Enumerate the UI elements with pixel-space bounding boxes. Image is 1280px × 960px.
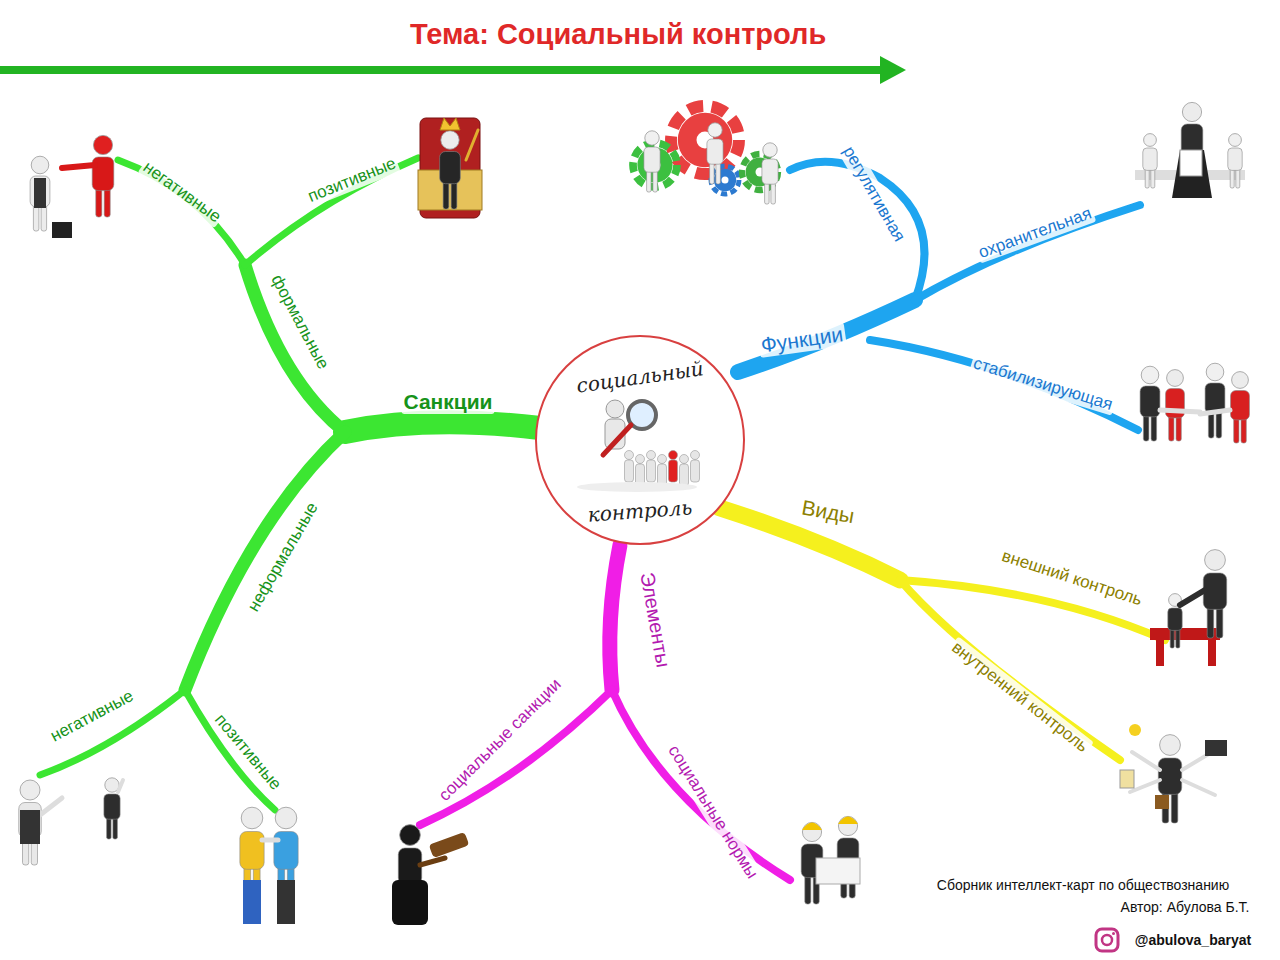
credit-text: Автор: Абулова Б.Т. — [1119, 899, 1252, 915]
figure — [104, 778, 123, 839]
branch-label: стабилизирующая — [969, 353, 1117, 415]
figure — [1166, 370, 1185, 441]
credit-text: @abulova_baryat — [1133, 932, 1253, 948]
branch-label: внешний контроль — [998, 545, 1147, 610]
branch-label: социальные санкции — [433, 673, 566, 806]
figure — [707, 123, 723, 184]
figure — [1205, 363, 1225, 438]
center-text: контроль — [536, 492, 743, 530]
branch-label: Санкции — [401, 390, 494, 414]
figure — [62, 135, 114, 217]
branch-label: позитивные — [303, 153, 400, 208]
branch-label: негативные — [45, 685, 138, 747]
figure — [1180, 550, 1227, 638]
figure — [762, 143, 778, 204]
figure — [19, 780, 62, 865]
figure — [816, 816, 860, 898]
branch-label: социальные нормы — [663, 740, 763, 884]
figure — [392, 825, 469, 925]
branch-label: Элементы — [635, 569, 675, 671]
title: Тема: Социальный контроль — [410, 18, 826, 51]
branch-label: охранительная — [974, 203, 1096, 263]
figure — [644, 131, 660, 192]
branch-label: Виды — [798, 495, 858, 529]
branch-label: негативные — [138, 156, 226, 228]
center-text: социальный — [536, 351, 743, 403]
credit-text: Сборник интеллект-карт по обществознанию — [935, 877, 1231, 893]
figure — [240, 807, 264, 924]
figure — [1140, 366, 1160, 441]
figure — [262, 807, 298, 924]
figure — [1231, 372, 1250, 443]
branch-label: формальные — [266, 270, 334, 374]
figure — [1172, 102, 1212, 198]
center-circle: социальный контроль — [535, 335, 745, 545]
branches — [0, 56, 1165, 951]
branch-label: внутренний контроль — [946, 636, 1093, 757]
figure — [1143, 134, 1157, 188]
figure — [1228, 134, 1242, 188]
figure — [1120, 724, 1227, 823]
figure — [440, 118, 478, 209]
